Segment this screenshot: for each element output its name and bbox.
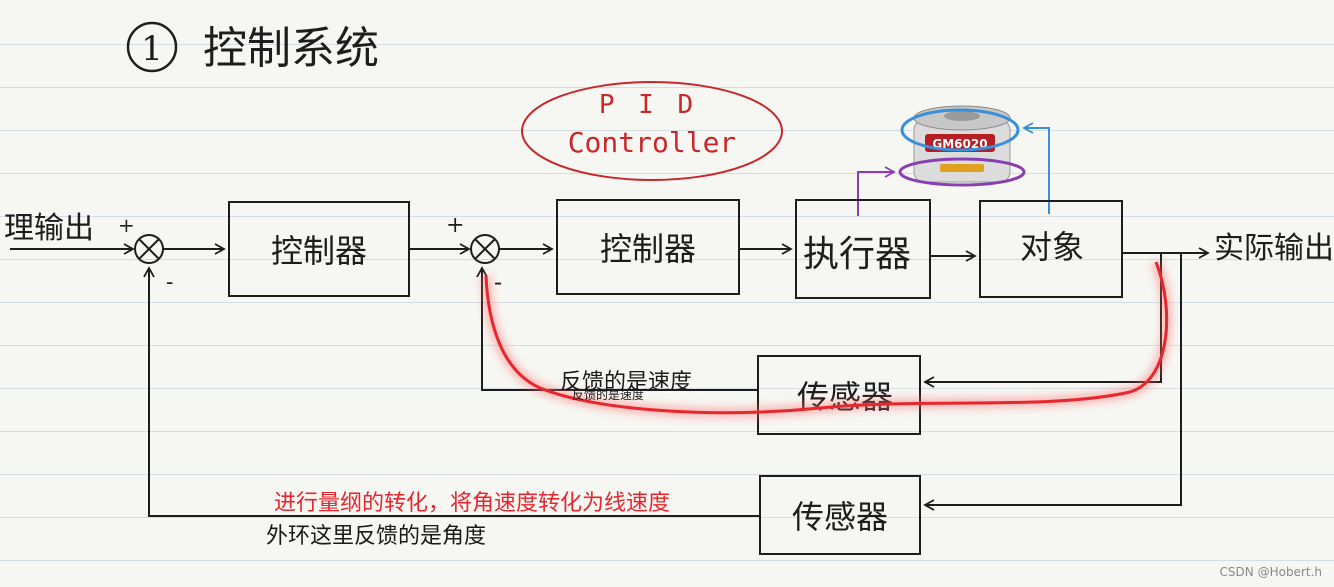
inner-sensor-block [757, 355, 921, 435]
motor-image: GM6020 [898, 105, 1026, 187]
inner-feedback-arrow [476, 266, 758, 391]
plant-label: 对象 [1020, 228, 1084, 266]
inner-summing-junction [470, 234, 500, 264]
inner-feedback-annotation: 反馈的是速度 [560, 370, 693, 395]
input-label: 理输出 [4, 211, 94, 246]
pid-label: P I D [599, 90, 697, 120]
output-label: 实际输出 [1214, 231, 1334, 266]
plant-block [979, 200, 1123, 298]
outer-plus-sign: + [118, 213, 135, 237]
inner-controller-block [556, 199, 740, 295]
inner-controller-label: 控制器 [600, 230, 696, 268]
outer-controller-label: 控制器 [271, 232, 367, 270]
conversion-annotation: 进行量纲的转化，将角速度转化为线速度 [274, 491, 671, 516]
outer-sensor-label: 传感器 [792, 498, 888, 536]
actuator-label: 执行器 [803, 234, 911, 275]
watermark: CSDN @Hobert.h [1219, 565, 1322, 579]
actuator-to-motor-arrow [857, 166, 896, 216]
plant-to-motor-arrow [1022, 122, 1050, 214]
motor-label: GM6020 [932, 137, 987, 151]
heading-number: 1 [141, 29, 163, 69]
inner-feedback-annotation-small: 反馈的是速度 [572, 388, 645, 402]
outer-summing-junction [134, 234, 164, 264]
heading-title: 控制系统 [203, 23, 379, 74]
inner-feedback-to-sensor-arrow [923, 253, 1162, 388]
inner-plus-sign: + [446, 213, 464, 238]
heading-number-circle [126, 21, 178, 73]
inner-minus-sign: - [494, 268, 502, 296]
pid-controller-label: Controller [568, 126, 737, 159]
red-highlight-loop [481, 260, 1172, 418]
actuator-block [795, 199, 931, 299]
outer-feedback-arrow [143, 266, 760, 517]
outer-feedback-to-sensor-arrow [923, 253, 1182, 511]
pid-ellipse [521, 81, 783, 181]
outer-minus-sign: - [166, 270, 173, 295]
outer-feedback-annotation: 外环这里反馈的是角度 [266, 524, 487, 549]
